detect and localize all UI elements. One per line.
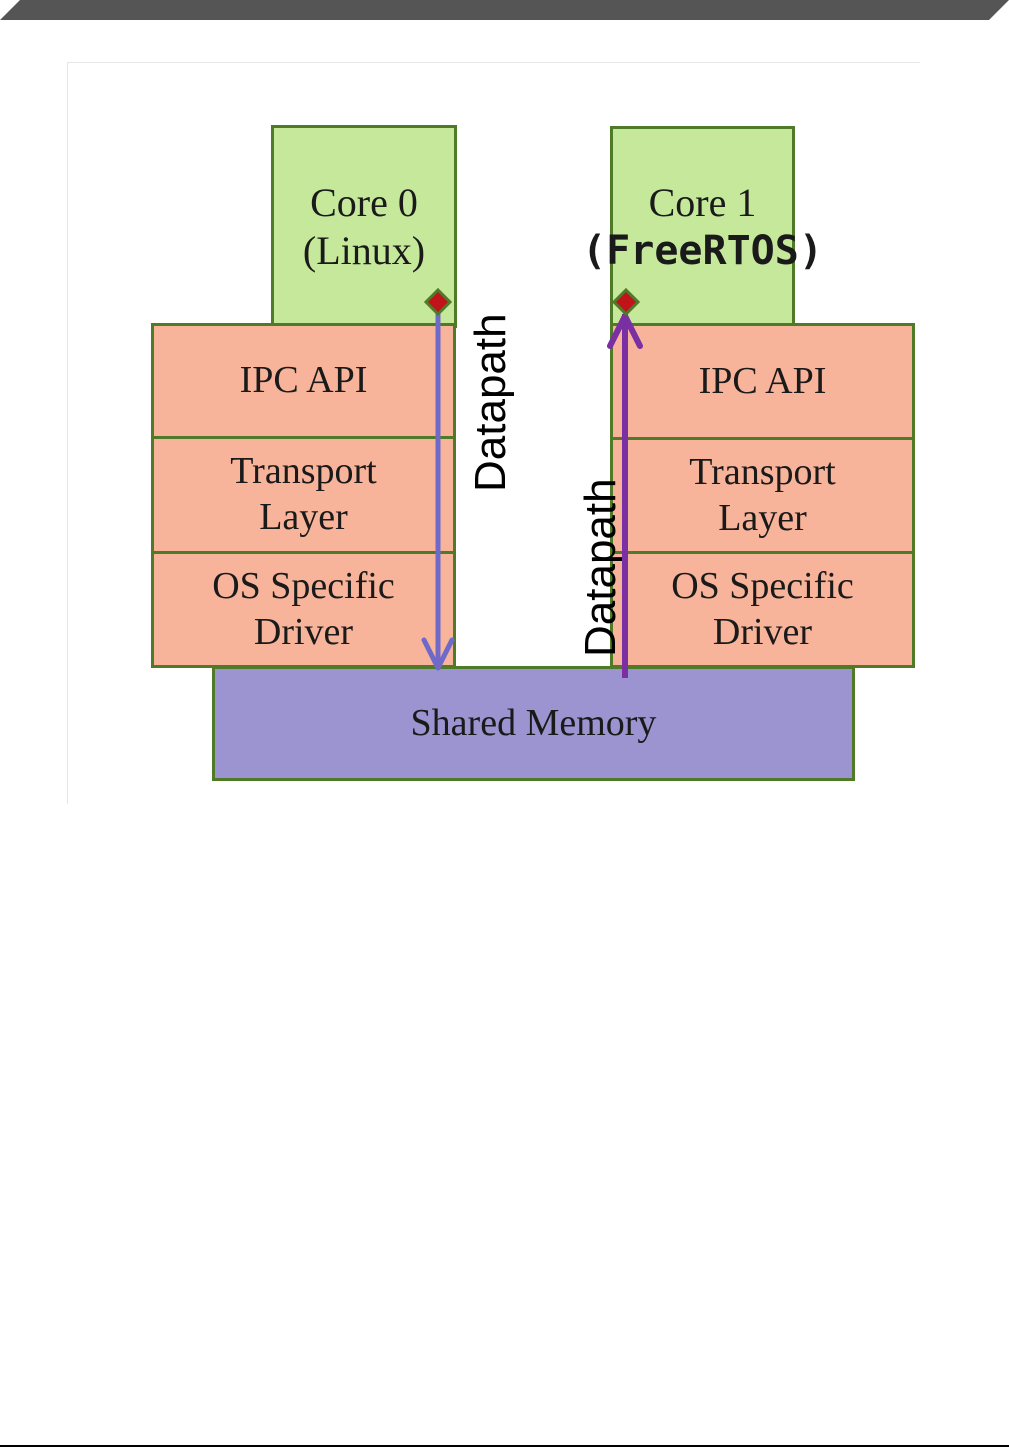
left-transport-line1: Transport xyxy=(230,450,377,493)
core1-box: Core 1 (FreeRTOS) xyxy=(582,126,823,328)
right-driver-line2: Driver xyxy=(712,610,813,653)
datapath-label-right: Datapath xyxy=(576,478,625,657)
header-bar xyxy=(0,0,1009,20)
footer-rule xyxy=(0,1445,1009,1447)
core1-os: (FreeRTOS) xyxy=(582,228,823,274)
left-transport-box: Transport Layer xyxy=(151,436,456,554)
shared-memory-box: Shared Memory xyxy=(212,666,855,781)
left-driver-line1: OS Specific xyxy=(212,564,395,607)
core0-os: (Linux) xyxy=(302,227,426,273)
left-transport-line2: Layer xyxy=(259,496,348,538)
right-transport-line2: Layer xyxy=(718,496,807,539)
right-ipc-api-label: IPC API xyxy=(698,359,827,402)
figure-frame xyxy=(67,62,920,804)
left-driver-line2: Driver xyxy=(253,610,354,653)
right-driver-box: OS Specific Driver xyxy=(610,551,915,668)
right-driver-line1: OS Specific xyxy=(671,564,854,607)
left-driver-box: OS Specific Driver xyxy=(151,551,456,668)
right-transport-box: Transport Layer xyxy=(610,437,915,554)
core0-title: Core 0 xyxy=(310,179,418,225)
left-ipc-api-box: IPC API xyxy=(151,323,456,439)
shared-memory-label: Shared Memory xyxy=(410,701,657,744)
left-ipc-api-label: IPC API xyxy=(239,359,368,402)
right-ipc-api-box: IPC API xyxy=(610,323,915,440)
right-transport-line1: Transport xyxy=(689,450,836,493)
datapath-label-left: Datapath xyxy=(466,313,515,492)
core0-box: Core 0 (Linux) xyxy=(271,125,457,328)
core1-title: Core 1 xyxy=(648,180,757,225)
